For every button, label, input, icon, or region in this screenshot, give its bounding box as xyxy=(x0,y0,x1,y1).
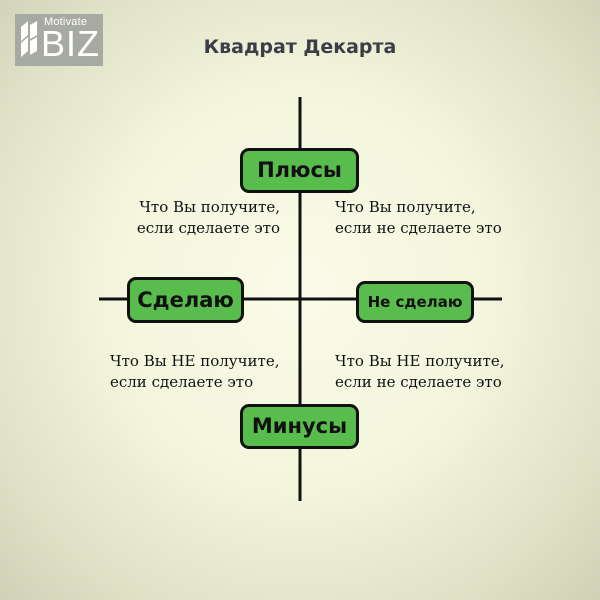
quadrant-text-line: если не сделаете это xyxy=(335,219,502,237)
quadrant-top-left: Что Вы получите, если сделаете это xyxy=(112,197,280,239)
logo-small-text: Motivate xyxy=(44,16,88,28)
quadrant-text-line: Что Вы получите, xyxy=(139,198,280,216)
quadrant-text-line: Что Вы НЕ получите, xyxy=(110,352,280,370)
quadrant-text-line: если сделаете это xyxy=(136,219,280,237)
logo-big-text: BIZ xyxy=(41,23,101,64)
quadrant-text-line: Что Вы НЕ получите, xyxy=(335,352,505,370)
quadrant-top-right: Что Вы получите, если не сделаете это xyxy=(335,197,502,239)
quadrant-bottom-left: Что Вы НЕ получите, если сделаете это xyxy=(110,351,279,393)
will-not-do-box: Не сделаю xyxy=(356,281,474,323)
pluses-box: Плюсы xyxy=(240,148,359,193)
quadrant-text-line: если не сделаете это xyxy=(335,373,502,391)
diagram-title: Квадрат Декарта xyxy=(203,36,397,58)
will-do-box: Сделаю xyxy=(127,277,244,323)
quadrant-text-line: Что Вы получите, xyxy=(335,198,476,216)
logo-mark-icon xyxy=(21,21,37,57)
minuses-box: Минусы xyxy=(240,404,359,449)
quadrant-bottom-right: Что Вы НЕ получите, если не сделаете это xyxy=(335,351,504,393)
motivate-biz-logo: Motivate BIZ xyxy=(15,14,103,66)
quadrant-text-line: если сделаете это xyxy=(110,373,254,391)
